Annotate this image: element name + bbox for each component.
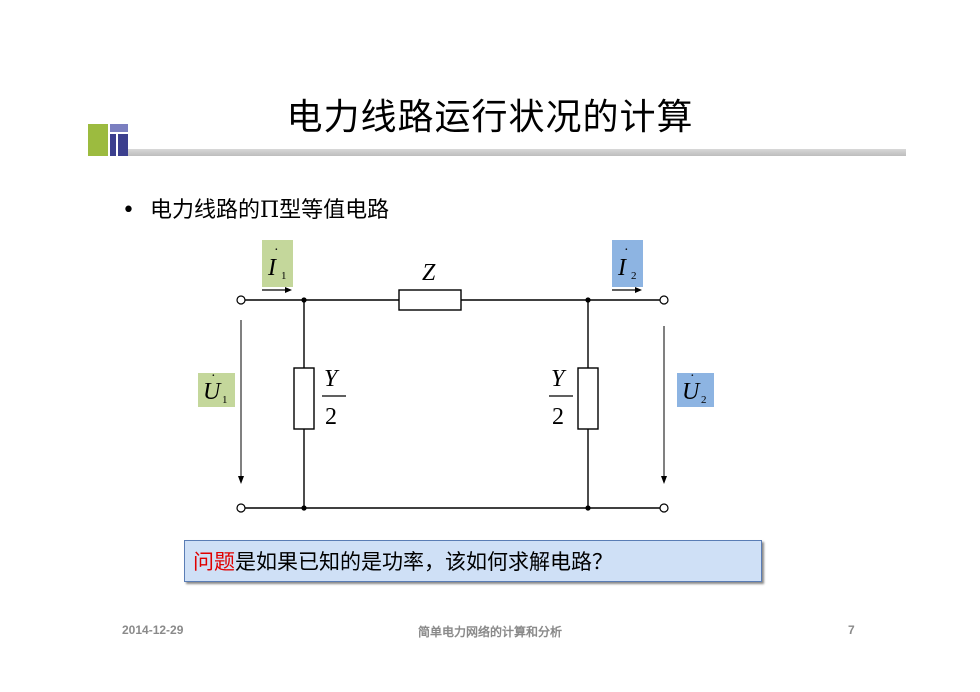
footer-page-number: 7 <box>848 623 855 637</box>
current-left-label-bg <box>262 240 293 287</box>
bullet-text: 电力线路的Π型等值电路 <box>150 198 390 223</box>
voltage-right-dot: · <box>690 369 695 384</box>
terminal-top-right <box>659 295 669 305</box>
current-right-symbol: I <box>617 255 627 281</box>
footer-course: 简单电力网络的计算和分析 <box>417 625 562 639</box>
current-left-subscript: 1 <box>281 270 287 282</box>
question-box: 问题是如果已知的是功率，该如何求解电路？ <box>184 540 762 582</box>
current-right-arrowhead <box>635 287 642 293</box>
current-left-dot: · <box>274 243 279 258</box>
title-divider <box>128 149 906 156</box>
slide-title: 电力线路运行状况的计算 <box>286 97 694 138</box>
voltage-left-arrowhead <box>238 476 244 484</box>
series-impedance-label: Z <box>422 260 436 286</box>
shunt-right-denominator: 2 <box>552 404 564 430</box>
question-text: 是如果已知的是功率，该如何求解电路？ <box>235 550 613 574</box>
bullet-item: • 电力线路的Π型等值电路 <box>122 192 389 224</box>
shunt-right-resistor <box>577 367 599 430</box>
terminal-bottom-right <box>659 503 669 513</box>
logo-icon <box>88 124 128 156</box>
shunt-left-numerator: Y <box>324 366 340 392</box>
voltage-right-symbol: U <box>682 379 701 405</box>
voltage-right-arrowhead <box>661 476 667 484</box>
terminal-bottom-left <box>236 503 246 513</box>
voltage-left-dot: · <box>211 369 216 384</box>
voltage-right-label-bg <box>677 373 714 407</box>
footer-date: 2014-12-29 <box>122 623 184 637</box>
question-highlight: 问题 <box>193 550 235 574</box>
current-left-arrowhead <box>285 287 292 293</box>
shunt-left-resistor <box>293 367 315 430</box>
current-right-label-bg <box>612 240 643 287</box>
current-right-dot: · <box>624 243 629 258</box>
current-left-symbol: I <box>267 255 277 281</box>
shunt-left-denominator: 2 <box>325 404 337 430</box>
terminal-top-left <box>236 295 246 305</box>
bullet-marker: • <box>122 198 135 223</box>
voltage-left-label-bg <box>198 373 235 407</box>
shunt-right-numerator: Y <box>551 366 567 392</box>
voltage-right-subscript: 2 <box>701 394 707 406</box>
series-impedance-resistor <box>398 289 462 311</box>
current-right-subscript: 2 <box>631 270 637 282</box>
voltage-left-subscript: 1 <box>222 394 228 406</box>
voltage-left-symbol: U <box>203 379 222 405</box>
